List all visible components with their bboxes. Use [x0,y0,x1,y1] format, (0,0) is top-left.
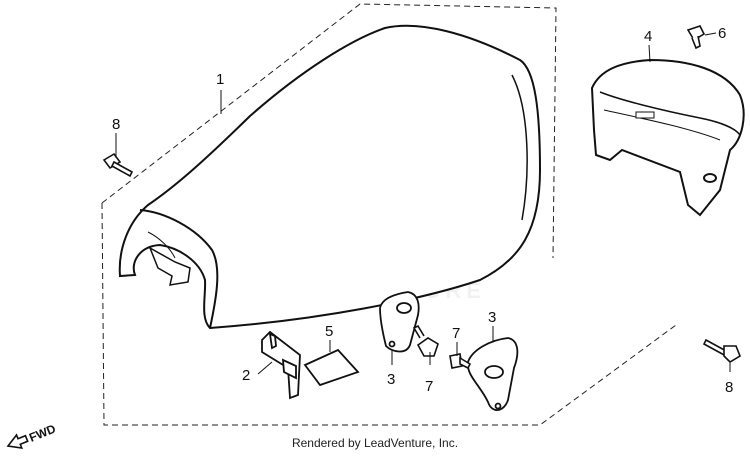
rear-cowl [590,58,745,217]
bolt-center [412,324,439,357]
callout-labels: 1 8 4 6 2 5 3 7 7 3 8 [112,25,733,396]
bolt-left [102,152,134,178]
seat [118,24,542,330]
callout-bracket-left: 2 [242,367,250,384]
label-plate [303,348,360,387]
footer-credit: Rendered by LeadVenture, Inc. [291,436,459,450]
callout-plate-center: 3 [387,371,395,388]
callout-rear-cowl: 4 [644,28,652,45]
bolt-top [686,25,706,50]
callout-seat: 1 [216,71,224,88]
callout-bolt-top: 6 [718,25,726,42]
plate-right [467,337,519,411]
bolt-right [702,338,741,364]
callout-bolt-right-top: 7 [452,325,460,342]
callout-bolt-left: 8 [112,116,120,133]
callout-bolt-center: 7 [425,378,433,395]
assembly-frame [101,3,677,426]
callout-bolt-right: 8 [725,379,733,396]
leader-lines [115,32,731,375]
bracket-left [261,330,301,400]
callout-plate-right: 3 [488,309,496,326]
plate-center [379,291,420,353]
callout-label-plate: 5 [325,323,333,340]
bolt-right-top [449,353,472,370]
fwd-arrow-icon [6,433,29,449]
